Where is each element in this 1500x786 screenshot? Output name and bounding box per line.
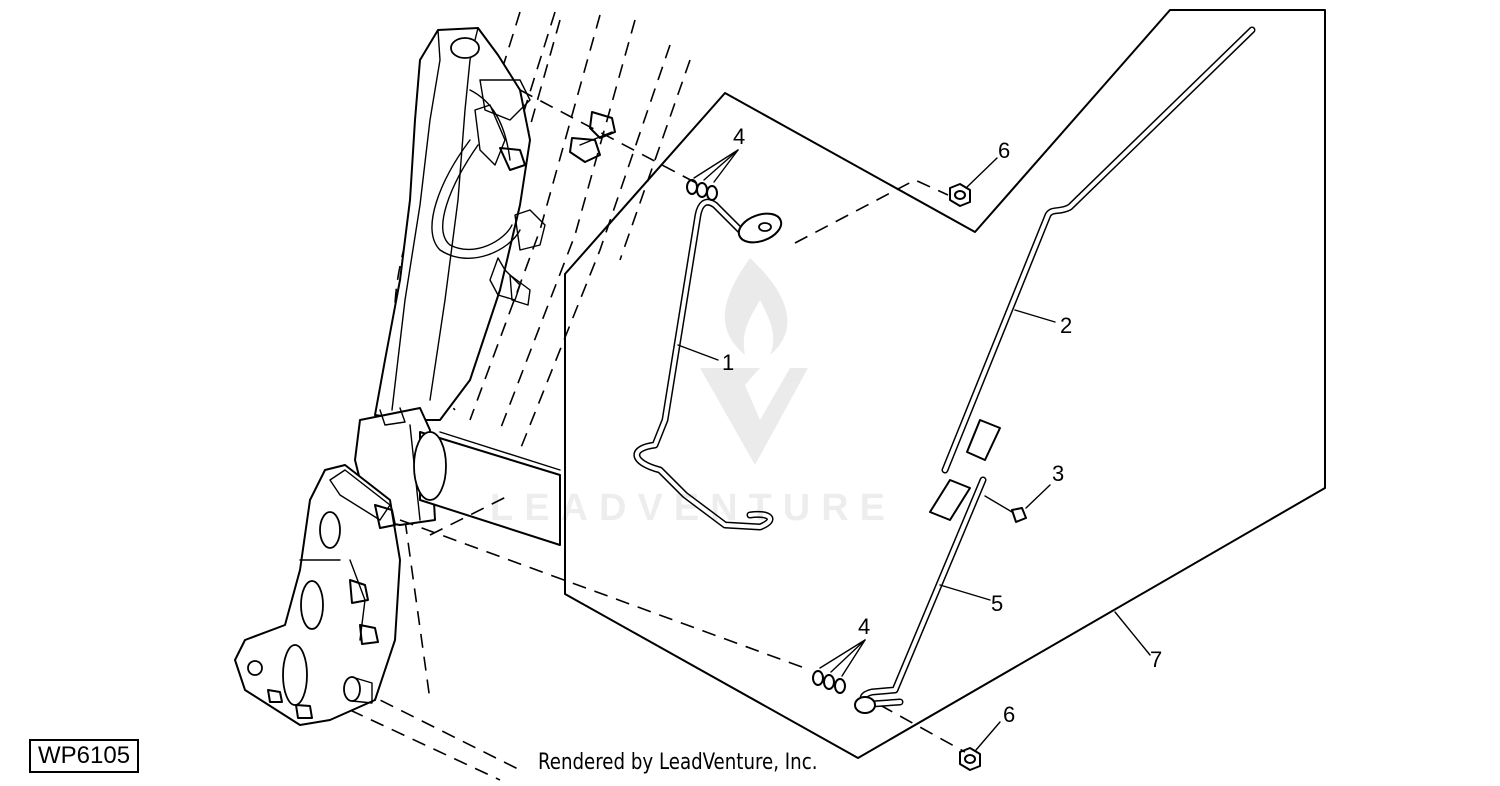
bolt-3 [984,495,1027,523]
callouts: 1 2 3 4 4 5 6 6 7 [722,124,1162,727]
figure-id-label: WP6105 [29,739,140,773]
callout-4-top: 4 [733,124,745,149]
callout-2: 2 [1060,313,1072,338]
watermark-logo [700,258,808,465]
part-5-rod [854,476,987,714]
middle-bracket-slot [300,580,324,630]
upper-boom-arm [374,27,531,421]
render-credit: Rendered by LeadVenture, Inc. [538,750,818,775]
callout-5: 5 [991,591,1003,616]
lower-bracket-slot [282,644,308,706]
part-1-rod [633,198,783,531]
leader-lines [677,149,1151,751]
lower-pivot-pin [343,676,361,702]
callout-4-bottom: 4 [858,614,870,639]
loader-boom-assembly [234,11,691,781]
washers-4-top [686,179,718,201]
nut-6-top [949,183,971,207]
watermark-text: LEADVENTURE [490,487,897,529]
kit-outline-7 [564,9,1326,759]
callout-3: 3 [1052,461,1064,486]
washers-4-bottom [812,670,846,694]
nut-6-bottom [959,747,981,771]
connector-plate [929,419,1001,521]
assembly-dash-lines [399,89,966,753]
callout-6-bottom: 6 [1003,702,1015,727]
callout-6-top: 6 [998,138,1010,163]
callout-1: 1 [722,350,734,375]
upper-bracket-hole [319,511,341,549]
upper-pivot-hole [450,37,480,59]
callout-7: 7 [1150,647,1162,672]
part-2-rod [941,26,1256,474]
